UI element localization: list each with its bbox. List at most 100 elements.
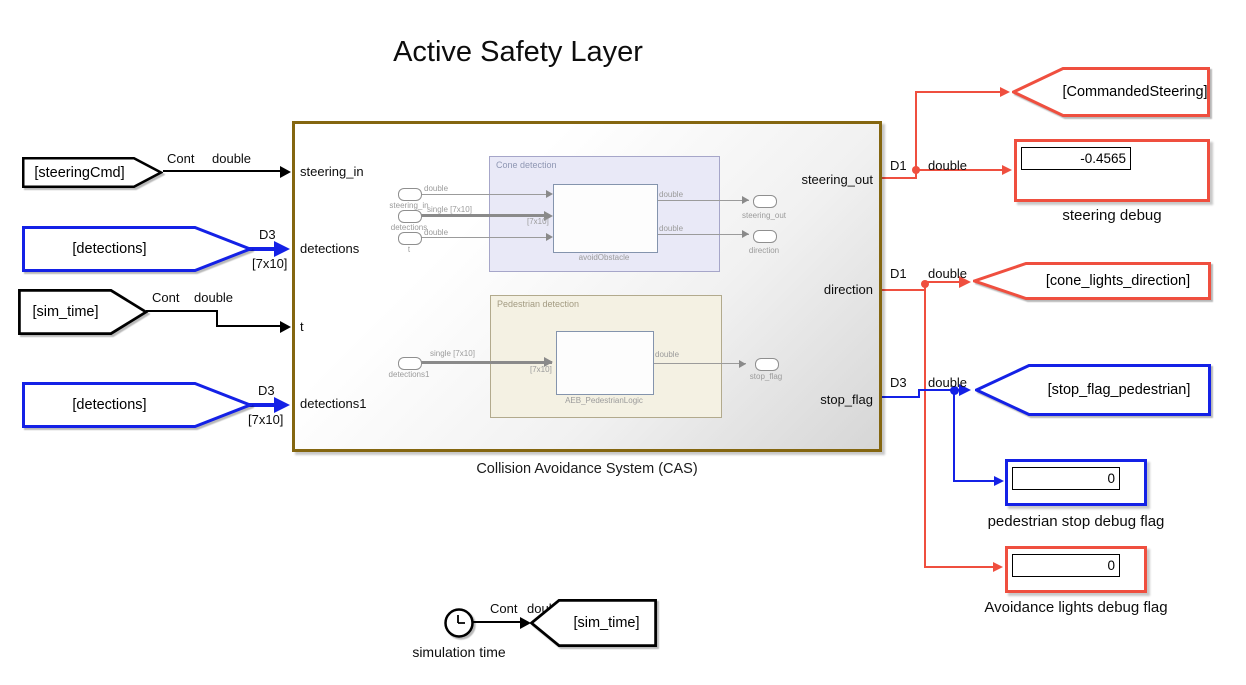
inport-label-t: t	[300, 319, 304, 334]
clock-icon	[444, 608, 474, 638]
type-annotation: double	[194, 290, 234, 305]
wire-steeringcmd-arrowhead[interactable]	[280, 166, 291, 178]
preview-arrowhead	[544, 210, 553, 221]
preview-port-label: detections	[390, 223, 428, 232]
wire-steering-out-arrowhead[interactable]	[1002, 164, 1012, 175]
subsystem-collision-avoidance[interactable]: steering_in detections t detections1 ste…	[292, 121, 882, 452]
preview-outport-direction	[753, 230, 777, 243]
type-annotation: double	[928, 375, 968, 390]
goto-tag-stop-flag-pedestrian-label: [stop_flag_pedestrian]	[1047, 382, 1191, 398]
wire-detections-arrowhead[interactable]	[274, 241, 290, 257]
wire-stop-flag[interactable]	[882, 396, 920, 398]
wire-stop-flag-branch[interactable]	[953, 480, 997, 482]
display-steering-debug[interactable]: -0.4565	[1014, 139, 1210, 202]
rate-annotation: D3	[890, 375, 907, 390]
preview-outport-steering-out	[753, 195, 777, 208]
display-steering-debug-value: -0.4565	[1021, 147, 1131, 170]
preview-wire-wide	[420, 360, 552, 364]
inport-label-detections1: detections1	[300, 396, 367, 411]
preview-port-label: direction	[748, 246, 780, 255]
wire-simtime[interactable]	[146, 310, 218, 312]
preview-signal-label: single [7x10]	[427, 205, 472, 214]
wire-steering-out[interactable]	[882, 177, 917, 179]
display-steering-debug-label: steering debug	[1062, 207, 1162, 224]
wire-junction-dot[interactable]	[912, 166, 920, 174]
display-avoidance-flag-value: 0	[1012, 554, 1120, 577]
from-tag-steeringcmd-label: [steeringCmd]	[34, 164, 125, 181]
inport-label-detections: detections	[300, 241, 360, 256]
wire-steering-out[interactable]	[915, 169, 1005, 171]
wire-steering-out-branch[interactable]	[915, 91, 1003, 93]
wire-simtime-arrowhead[interactable]	[280, 321, 291, 333]
wire-simtime[interactable]	[216, 311, 218, 327]
preview-signal-label: double	[424, 184, 449, 193]
inport-label-steering-in: steering_in	[300, 164, 364, 179]
wire-clock[interactable]	[473, 621, 523, 623]
display-pedestrian-flag[interactable]: 0	[1005, 459, 1147, 506]
preview-arrowhead	[546, 190, 553, 198]
preview-block-label: AEB_PedestrianLogic	[565, 396, 643, 405]
wire-steering-out[interactable]	[915, 169, 917, 179]
preview-wire	[652, 362, 746, 364]
clock-block[interactable]	[443, 607, 477, 641]
display-pedestrian-flag-value: 0	[1012, 467, 1120, 490]
preview-port-label: detections1	[388, 370, 430, 379]
type-annotation: double	[212, 151, 252, 166]
display-avoidance-flag[interactable]: 0	[1005, 546, 1147, 593]
goto-tag-cone-lights-direction[interactable]: [cone_lights_direction]	[973, 262, 1211, 300]
wire-steeringcmd[interactable]	[163, 170, 282, 172]
rate-annotation: D3	[258, 383, 275, 398]
wire-direction-branch-arrowhead[interactable]	[993, 561, 1003, 572]
wire-junction-dot[interactable]	[949, 386, 959, 395]
dim-annotation: [7x10]	[248, 412, 284, 427]
outport-label-direction: direction	[823, 282, 873, 297]
preview-wire	[656, 233, 749, 235]
subsystem-name-label: Collision Avoidance System (CAS)	[476, 461, 698, 477]
preview-port-label: stop_flag	[749, 372, 783, 381]
preview-outport-stop-flag	[755, 358, 779, 371]
wire-direction-branch[interactable]	[924, 284, 926, 568]
goto-tag-stop-flag-pedestrian[interactable]: [stop_flag_pedestrian]	[975, 364, 1211, 416]
display-pedestrian-flag-label: pedestrian stop debug flag	[987, 513, 1165, 530]
preview-wire	[420, 193, 549, 195]
preview-arrowhead	[546, 233, 553, 241]
wire-stop-flag[interactable]	[918, 389, 962, 391]
wire-simtime[interactable]	[216, 325, 282, 327]
goto-tag-commanded-steering-label: [CommandedSteering]	[1062, 84, 1208, 100]
wire-clock-arrowhead[interactable]	[520, 617, 531, 629]
wire-detections1-arrowhead[interactable]	[274, 397, 290, 413]
from-tag-detections1-label: [detections]	[72, 397, 147, 413]
wire-direction-arrowhead[interactable]	[959, 275, 971, 288]
display-avoidance-flag-label: Avoidance lights debug flag	[984, 599, 1168, 616]
preview-signal-label: double	[424, 228, 449, 237]
preview-inport-t	[398, 232, 422, 245]
wire-direction[interactable]	[882, 289, 926, 291]
from-tag-simtime-label: [sim_time]	[32, 304, 99, 320]
goto-tag-cone-lights-direction-label: [cone_lights_direction]	[1045, 273, 1191, 289]
wire-stop-flag-arrowhead[interactable]	[959, 383, 971, 396]
wire-stop-flag-branch-arrowhead[interactable]	[994, 475, 1004, 486]
from-tag-steeringcmd[interactable]: [steeringCmd]	[22, 157, 163, 188]
wire-junction-dot[interactable]	[921, 280, 929, 288]
wire-direction-branch[interactable]	[924, 566, 996, 568]
from-tag-detections1[interactable]: [detections]	[22, 382, 252, 428]
rate-annotation: Cont	[490, 601, 518, 616]
wire-direction[interactable]	[924, 281, 962, 283]
preview-dim-label: [7x10]	[527, 217, 549, 226]
from-tag-detections-label: [detections]	[72, 241, 147, 257]
from-tag-simtime[interactable]: [sim_time]	[18, 289, 148, 335]
from-tag-detections[interactable]: [detections]	[22, 226, 252, 272]
goto-tag-simtime[interactable]: [sim_time]	[530, 599, 657, 647]
wire-stop-flag-branch[interactable]	[953, 390, 955, 482]
preview-wire	[420, 236, 549, 238]
wire-steering-out-branch[interactable]	[915, 91, 917, 171]
wire-detections1[interactable]	[249, 403, 279, 407]
wire-detections[interactable]	[249, 247, 279, 251]
clock-label: simulation time	[412, 644, 506, 660]
rate-annotation: D1	[890, 266, 907, 281]
wire-stop-flag[interactable]	[918, 389, 920, 398]
preview-arrowhead	[544, 357, 553, 367]
wire-steering-out-branch-arrowhead[interactable]	[1000, 86, 1010, 97]
preview-dim-label: [7x10]	[530, 365, 552, 374]
goto-tag-commanded-steering[interactable]: [CommandedSteering]	[1012, 67, 1210, 117]
